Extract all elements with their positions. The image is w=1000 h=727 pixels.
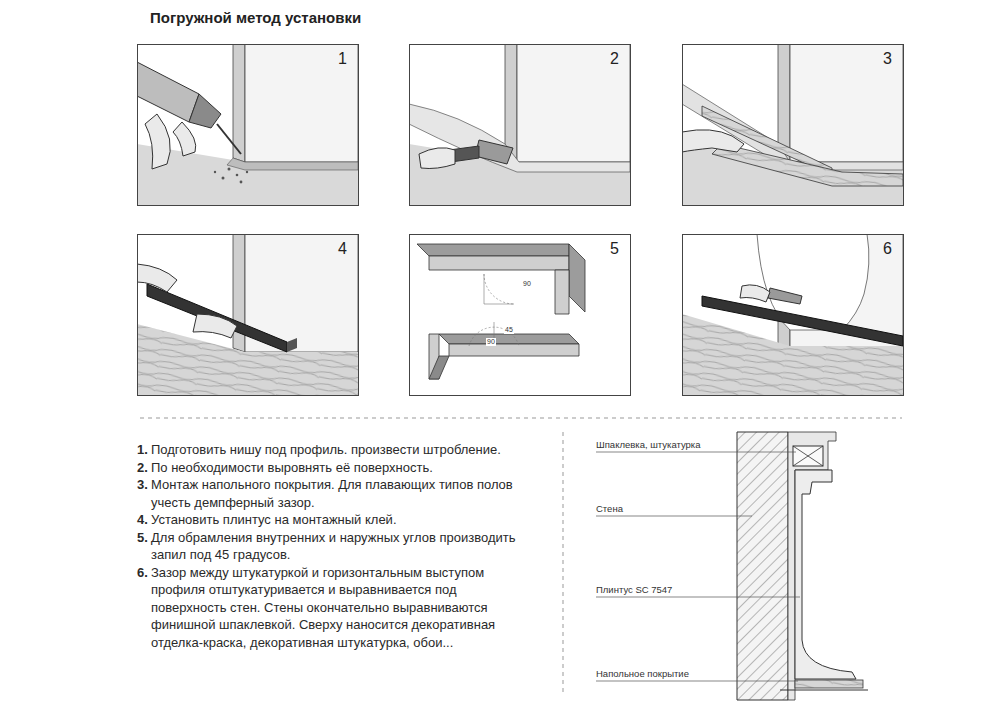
part-label: Плинтус SC 7547 <box>596 584 672 595</box>
callout-number: 3 <box>883 50 892 68</box>
part-label: Напольное покрытие <box>596 668 689 679</box>
step-text: Для обрамления внутренних и наружных угл… <box>151 529 543 564</box>
part-label: Шпаклевка, штукатурка <box>596 439 701 450</box>
title: Погружной метод установки <box>150 9 361 26</box>
step-number: 4. <box>137 511 148 529</box>
angle-label: 45 <box>504 326 514 334</box>
step-panel: 3 <box>682 44 904 206</box>
callout-number: 5 <box>610 240 619 258</box>
step-number: 3. <box>137 476 148 494</box>
step-text: Подготовить нишу под профиль. произвести… <box>151 441 543 459</box>
step-text: Зазор между штукатуркой и горизонтальным… <box>151 564 533 652</box>
angle-label: 90 <box>486 338 496 346</box>
step-text: Установить плинтус на монтажный клей. <box>151 511 543 529</box>
step-number: 5. <box>137 529 148 547</box>
step-panel: 6 <box>682 234 904 396</box>
angle-label: 90 <box>522 280 532 288</box>
step-panel: 1 <box>137 44 359 206</box>
callout-number: 4 <box>338 240 347 258</box>
callout-number: 6 <box>883 240 892 258</box>
callout-number: 1 <box>338 50 347 68</box>
callout-number: 2 <box>610 50 619 68</box>
step-text: Монтаж напольного покрытия. Для плавающи… <box>151 476 543 511</box>
step-text: По необходимости выровнять её поверхност… <box>151 459 543 477</box>
step-panel: 5 <box>409 234 631 396</box>
step-number: 1. <box>137 441 148 459</box>
step-number: 2. <box>137 459 148 477</box>
step-panel: 2 <box>409 44 631 206</box>
step-panel: 4 <box>137 234 359 396</box>
part-label: Стена <box>596 503 623 514</box>
step-number: 6. <box>137 564 148 582</box>
